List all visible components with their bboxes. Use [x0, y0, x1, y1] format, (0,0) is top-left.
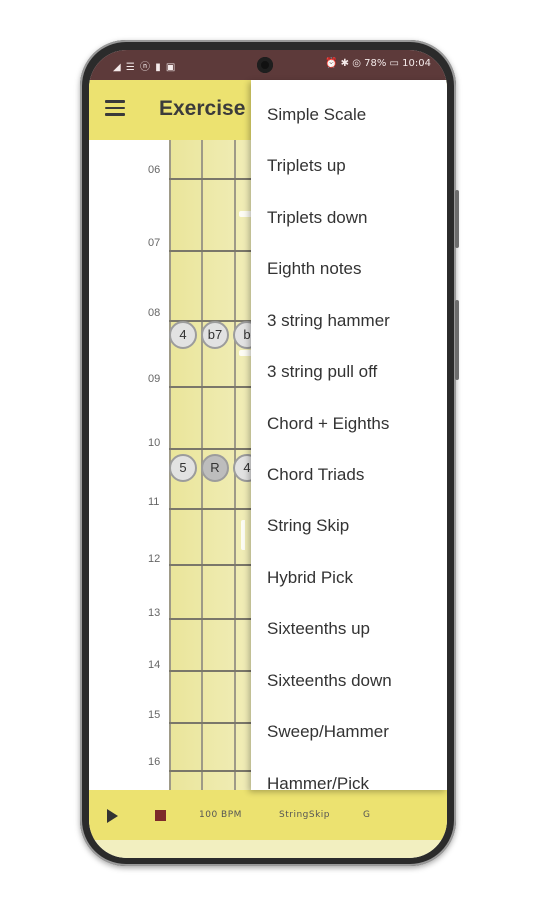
- menu-item-string-skip[interactable]: String Skip: [267, 516, 350, 535]
- fret-number: 07: [148, 237, 161, 249]
- menu-item-triplets-up[interactable]: Triplets up: [267, 156, 346, 175]
- note-marker[interactable]: 4: [233, 454, 261, 482]
- fret-number: 16: [148, 756, 161, 768]
- menu-item-sweep-hammer[interactable]: Sweep/Hammer: [267, 722, 389, 741]
- power-button: [455, 300, 459, 380]
- exercise-label[interactable]: StringSkip: [279, 810, 330, 820]
- menu-item-eighth-notes[interactable]: Eighth notes: [267, 259, 362, 278]
- front-camera: [257, 57, 273, 73]
- note-marker[interactable]: b7: [201, 321, 229, 349]
- menu-item-chord-eighths[interactable]: Chord + Eighths: [267, 414, 390, 433]
- menu-icon[interactable]: [105, 100, 125, 116]
- fret-marker: [239, 211, 253, 217]
- status-bar: ◢ ☰ ⓝ ▮ ▣ ⏰ ✱ ◎ 78% ▭ 10:04: [89, 50, 447, 80]
- menu-item-sixteenths-up[interactable]: Sixteenths up: [267, 619, 371, 638]
- fret-number: 12: [148, 553, 161, 565]
- menu-item-3-string-hammer[interactable]: 3 string hammer: [267, 311, 390, 330]
- fret-number: 13: [148, 607, 161, 619]
- fretboard-continuation: [89, 840, 447, 858]
- note-marker-root[interactable]: R: [201, 454, 229, 482]
- app-title: Exercise: [159, 97, 246, 120]
- volume-button: [455, 190, 459, 248]
- menu-item-sixteenths-down[interactable]: Sixteenths down: [267, 671, 392, 690]
- note-marker[interactable]: 4: [169, 321, 197, 349]
- status-icons-right: ⏰ ✱ ◎ 78% ▭ 10:04: [325, 58, 431, 69]
- status-icons-left: ◢ ☰ ⓝ ▮ ▣: [113, 62, 177, 73]
- bpm-label[interactable]: 100 BPM: [199, 810, 242, 820]
- fret-number: 06: [148, 164, 161, 176]
- play-icon[interactable]: [107, 809, 118, 823]
- key-label[interactable]: G: [363, 810, 371, 820]
- playback-bar: 100 BPM StringSkip G: [89, 790, 447, 840]
- exercise-dropdown-menu: Simple Scale Triplets up Triplets down E…: [251, 80, 447, 790]
- fret-number: 11: [148, 496, 160, 508]
- fret-marker: [239, 350, 253, 356]
- fret-number: 09: [148, 373, 161, 385]
- menu-item-triplets-down[interactable]: Triplets down: [267, 208, 368, 227]
- screen: ◢ ☰ ⓝ ▮ ▣ ⏰ ✱ ◎ 78% ▭ 10:04 Exercise 06 …: [89, 50, 447, 858]
- fret-number: 10: [148, 437, 161, 449]
- menu-item-3-string-pull-off[interactable]: 3 string pull off: [267, 362, 378, 381]
- menu-item-chord-triads[interactable]: Chord Triads: [267, 465, 365, 484]
- menu-item-hybrid-pick[interactable]: Hybrid Pick: [267, 568, 353, 587]
- fret-number: 08: [148, 307, 161, 319]
- note-marker[interactable]: 5: [169, 454, 197, 482]
- menu-item-simple-scale[interactable]: Simple Scale: [267, 105, 367, 124]
- menu-item-hammer-pick[interactable]: Hammer/Pick: [267, 774, 370, 790]
- fret-number: 15: [148, 709, 161, 721]
- stop-icon[interactable]: [155, 810, 166, 821]
- fret-number: 14: [148, 659, 161, 671]
